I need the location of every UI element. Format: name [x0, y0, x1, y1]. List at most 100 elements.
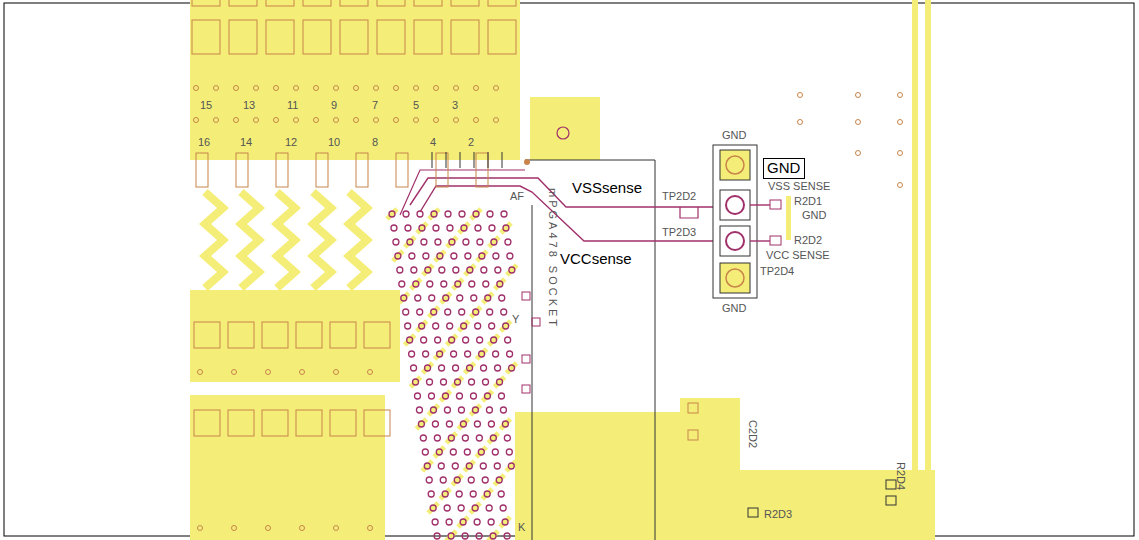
copper-link	[422, 461, 432, 471]
via	[425, 365, 431, 371]
copper-link	[440, 391, 450, 401]
via	[417, 309, 423, 315]
smd-pad	[522, 355, 530, 363]
pin-number: 12	[285, 137, 297, 148]
via	[498, 393, 504, 399]
test-hole	[726, 156, 744, 174]
via	[798, 93, 803, 98]
test-pad	[720, 263, 750, 293]
smd-pad	[364, 410, 390, 436]
via	[501, 211, 507, 217]
via	[494, 463, 500, 469]
smd-pad	[330, 410, 356, 436]
via	[474, 519, 480, 525]
via	[856, 151, 861, 156]
via	[395, 253, 401, 259]
via	[434, 118, 439, 123]
via	[444, 505, 450, 511]
via	[439, 365, 445, 371]
pin-name: VSS SENSE	[768, 181, 830, 192]
smd-pad	[192, 0, 220, 6]
via	[439, 267, 445, 273]
via	[416, 407, 422, 413]
copper-link	[470, 405, 480, 415]
via	[507, 253, 513, 259]
test-hole	[726, 269, 744, 287]
via	[447, 323, 453, 329]
copper-pour	[190, 0, 520, 160]
pin-name: GND	[802, 210, 826, 221]
reference-designator: TP2D4	[760, 266, 794, 277]
via	[394, 118, 399, 123]
via	[453, 267, 459, 273]
pin-pad	[276, 153, 288, 187]
socket-outline	[532, 205, 533, 540]
vss-sense-trace	[410, 178, 722, 207]
smd-pad	[303, 0, 331, 6]
via	[497, 379, 503, 385]
via	[300, 526, 305, 531]
copper-link	[506, 461, 516, 471]
via	[473, 309, 479, 315]
smd-pad	[296, 322, 322, 348]
via	[479, 253, 485, 259]
via	[487, 309, 493, 315]
pin-one-mark	[524, 159, 530, 165]
via	[411, 267, 417, 273]
via	[414, 86, 419, 91]
via	[476, 533, 482, 539]
via	[495, 267, 501, 273]
copper-link	[495, 377, 505, 387]
via	[456, 491, 462, 497]
via	[494, 86, 499, 91]
smd-pad	[451, 0, 479, 6]
via	[446, 519, 452, 525]
via	[474, 86, 479, 91]
via	[467, 267, 473, 273]
via	[451, 351, 457, 357]
via	[467, 365, 473, 371]
via	[427, 281, 433, 287]
via	[504, 435, 510, 441]
copper-link	[465, 265, 475, 275]
copper-link	[501, 223, 511, 233]
pin-lead	[474, 152, 475, 168]
via	[451, 253, 457, 259]
via	[459, 211, 465, 217]
pin-number: 14	[240, 137, 252, 148]
via	[462, 533, 468, 539]
pin-lead	[432, 152, 433, 168]
smd-pad	[303, 20, 331, 54]
copper-link	[441, 293, 451, 303]
via	[421, 239, 427, 245]
copper-pour	[190, 290, 400, 382]
smd-pad	[192, 20, 220, 54]
via	[409, 351, 415, 357]
via	[856, 120, 861, 125]
via	[423, 253, 429, 259]
via	[470, 393, 476, 399]
via	[429, 295, 435, 301]
row-label: Y	[512, 314, 519, 325]
copper-link	[488, 531, 498, 540]
via	[214, 86, 219, 91]
via	[354, 86, 359, 91]
smd-pad	[228, 410, 254, 436]
via	[469, 281, 475, 287]
via	[454, 86, 459, 91]
via	[437, 351, 443, 357]
smd-pad	[194, 410, 220, 436]
copper-link	[423, 363, 433, 373]
via	[458, 407, 464, 413]
test-hole	[726, 196, 744, 214]
via	[434, 533, 440, 539]
copper-zigzag	[205, 192, 223, 288]
copper-link	[429, 307, 439, 317]
via	[417, 211, 423, 217]
via	[489, 225, 495, 231]
via	[472, 505, 478, 511]
pin-number: 11	[287, 100, 298, 111]
copper-link	[464, 461, 474, 471]
smd-pad	[340, 0, 368, 6]
pin-number: 3	[452, 100, 458, 111]
